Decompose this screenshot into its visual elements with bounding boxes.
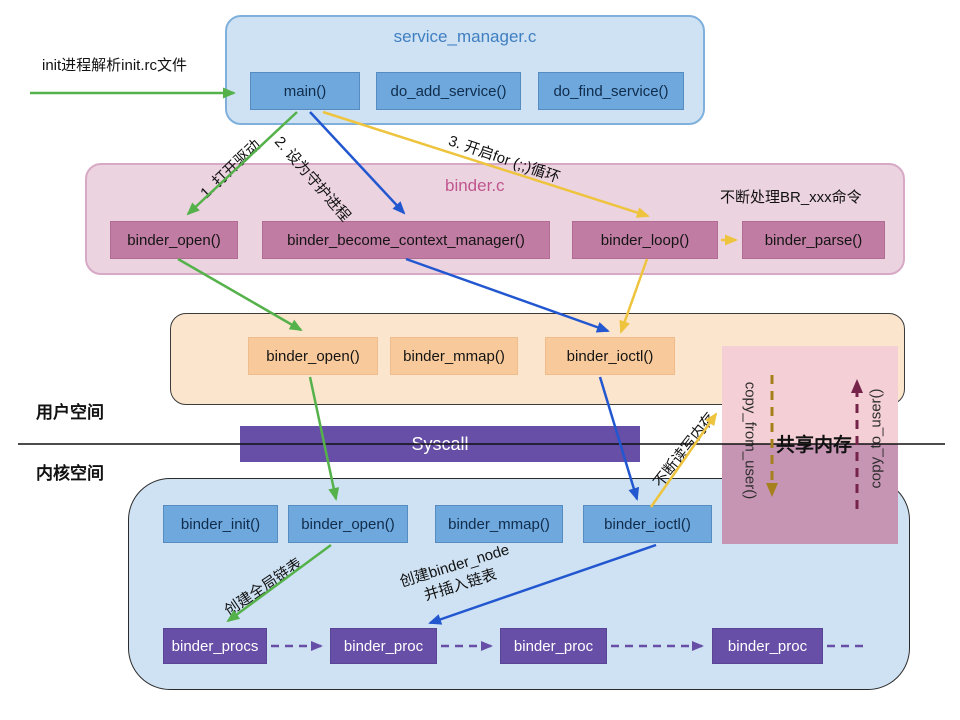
fn-binder-parse: binder_parse() [742, 221, 885, 259]
copy-to-user-label: copy_to_user() [867, 388, 885, 489]
init-note-label: init进程解析init.rc文件 [42, 57, 188, 74]
fn-kernel-binder-ioctl: binder_ioctl() [583, 505, 712, 543]
fn-kernel-binder-mmap: binder_mmap() [435, 505, 563, 543]
fn-kernel-binder-init: binder_init() [163, 505, 278, 543]
binder-c-title: binder.c [445, 176, 505, 195]
br-note-label: 不断处理BR_xxx命令 [720, 189, 862, 206]
node-binder-proc-2: binder_proc [500, 628, 607, 664]
syscall-bar: Syscall [240, 426, 640, 462]
fn-binder-become-context-manager: binder_become_context_manager() [262, 221, 550, 259]
fn-binder-open-lib: binder_open() [110, 221, 238, 259]
fn-user-binder-ioctl: binder_ioctl() [545, 337, 675, 375]
fn-kernel-binder-open: binder_open() [288, 505, 408, 543]
fn-binder-loop: binder_loop() [572, 221, 718, 259]
shared-memory-box [722, 346, 898, 544]
fn-user-binder-mmap: binder_mmap() [390, 337, 518, 375]
node-binder-proc-1: binder_proc [330, 628, 437, 664]
user-space-label: 用户空间 [36, 403, 104, 422]
kernel-space-label: 内核空间 [36, 464, 104, 483]
node-binder-procs: binder_procs [163, 628, 267, 664]
shared-memory-label: 共享内存 [776, 435, 853, 456]
fn-do-find-service: do_find_service() [538, 72, 684, 110]
service-manager-title: service_manager.c [393, 27, 537, 46]
fn-main: main() [250, 72, 360, 110]
node-binder-proc-3: binder_proc [712, 628, 823, 664]
copy-from-user-label: copy_from_user() [741, 381, 759, 500]
fn-do-add-service: do_add_service() [376, 72, 521, 110]
fn-user-binder-open: binder_open() [248, 337, 378, 375]
